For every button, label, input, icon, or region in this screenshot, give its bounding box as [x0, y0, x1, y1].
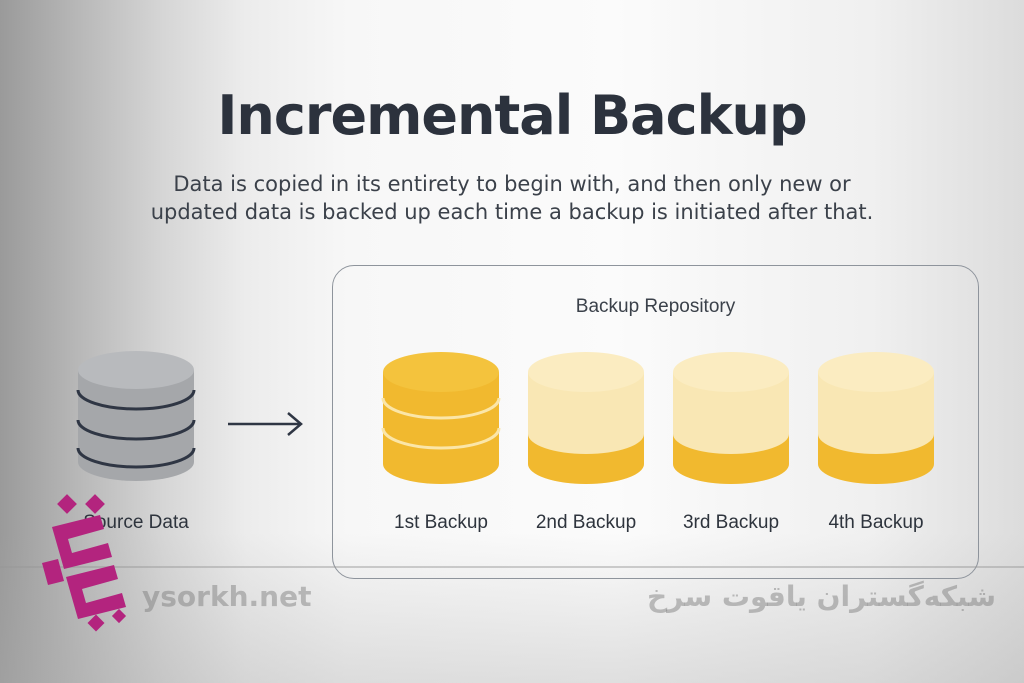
backup-repository-frame	[332, 265, 979, 579]
watermark-latin: ysorkh.net	[142, 580, 312, 613]
backup-3-database-icon	[673, 352, 789, 484]
backup-2-label: 2nd Backup	[535, 512, 637, 533]
page-title: Incremental Backup	[217, 84, 807, 147]
ysorkh-logo-icon	[42, 494, 127, 632]
backup-1-database-icon	[381, 352, 501, 484]
backup-4-label: 4th Backup	[828, 512, 924, 533]
backup-repository-label: Backup Repository	[575, 296, 736, 317]
watermark-persian: شبکه‌گستران یاقوت سرخ	[646, 580, 996, 613]
backup-4-database-icon	[818, 352, 934, 484]
backup-3-label: 3rd Backup	[682, 512, 780, 533]
source-database-icon	[76, 351, 196, 481]
right-arrow-icon	[228, 412, 303, 436]
watermark-divider	[0, 566, 1024, 568]
source-data-label: Source Data	[83, 512, 189, 533]
backup-1-label: 1st Backup	[394, 512, 488, 533]
backup-2-database-icon	[528, 352, 644, 484]
page-subtitle: Data is copied in its entirety to begin …	[150, 172, 874, 224]
